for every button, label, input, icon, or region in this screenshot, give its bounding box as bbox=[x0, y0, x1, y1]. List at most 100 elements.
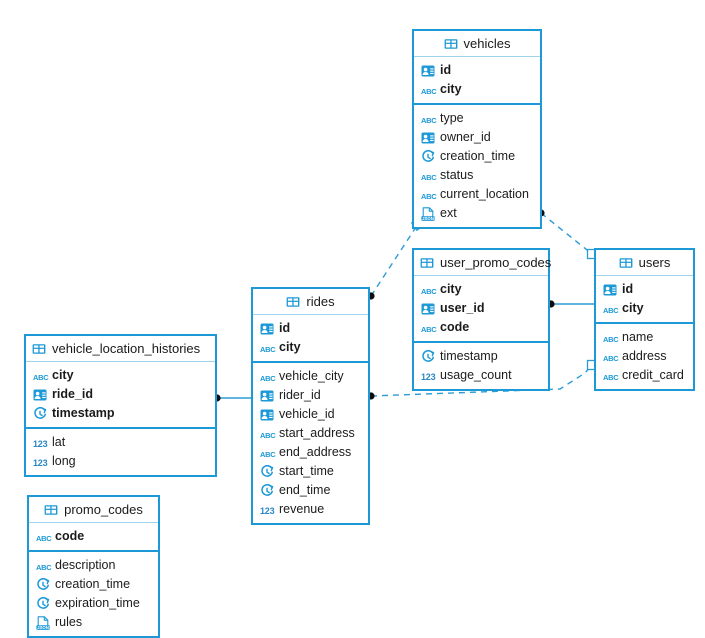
field-row[interactable]: end_time bbox=[253, 481, 368, 500]
table-icon bbox=[44, 503, 58, 517]
field-name: description bbox=[55, 558, 116, 573]
field-name: user_id bbox=[440, 301, 485, 316]
abc-string-icon: ABC bbox=[421, 191, 437, 201]
field-name: rider_id bbox=[279, 388, 321, 403]
uuid-key-icon bbox=[421, 302, 435, 316]
field-row[interactable]: vehicle_id bbox=[253, 405, 368, 424]
field-row[interactable]: start_time bbox=[253, 462, 368, 481]
field-row[interactable]: timestamp bbox=[26, 404, 215, 423]
field-name: lat bbox=[52, 435, 66, 450]
json-file-icon: JSON bbox=[36, 615, 50, 630]
field-row[interactable]: creation_time bbox=[29, 575, 158, 594]
entity-header-rides: rides bbox=[253, 289, 368, 315]
uuid-key-icon bbox=[33, 388, 47, 402]
field-name: status bbox=[440, 168, 474, 183]
field-row[interactable]: creation_time bbox=[414, 147, 540, 166]
field-name: code bbox=[55, 529, 85, 544]
abc-string-icon: ABC bbox=[603, 305, 619, 315]
table-icon bbox=[286, 295, 300, 309]
field-row[interactable]: owner_id bbox=[414, 128, 540, 147]
field-name: long bbox=[52, 454, 76, 469]
clock-timestamp-icon bbox=[260, 464, 274, 479]
field-row[interactable]: rider_id bbox=[253, 386, 368, 405]
field-row[interactable]: expiration_time bbox=[29, 594, 158, 613]
field-name: start_time bbox=[279, 464, 334, 479]
field-name: credit_card bbox=[622, 368, 684, 383]
entity-name: promo_codes bbox=[64, 501, 143, 517]
field-row[interactable]: id bbox=[596, 280, 693, 299]
clock-timestamp-icon bbox=[36, 596, 50, 611]
relationship-user_promo_codes-users[interactable] bbox=[547, 300, 594, 308]
abc-string-icon: ABC bbox=[421, 172, 437, 182]
table-icon bbox=[444, 37, 458, 51]
entity-name: users bbox=[638, 254, 671, 270]
field-name: name bbox=[622, 330, 654, 345]
entity-name: vehicles bbox=[463, 35, 511, 51]
abc-string-icon: ABC bbox=[260, 430, 276, 440]
entity-name: vehicle_location_histories bbox=[52, 340, 201, 356]
table-icon bbox=[32, 342, 46, 356]
field-name: end_address bbox=[279, 445, 352, 460]
field-name: ride_id bbox=[52, 387, 93, 402]
field-row[interactable]: id bbox=[414, 61, 540, 80]
uuid-key-icon bbox=[421, 131, 435, 145]
field-name: owner_id bbox=[440, 130, 491, 145]
abc-string-icon: ABC bbox=[421, 324, 437, 334]
field-name: rules bbox=[55, 615, 83, 630]
field-row[interactable]: timestamp bbox=[414, 347, 548, 366]
abc-string-icon: ABC bbox=[421, 286, 437, 296]
abc-string-icon: ABC bbox=[603, 372, 619, 382]
clock-timestamp-icon bbox=[36, 577, 50, 592]
svg-text:JSON: JSON bbox=[422, 215, 434, 220]
table-icon bbox=[420, 256, 434, 270]
abc-string-icon: ABC bbox=[260, 344, 276, 354]
entity-header-vehicle_location_histories: vehicle_location_histories bbox=[26, 336, 215, 362]
relationship-vehicle_location_histories-rides[interactable] bbox=[213, 394, 251, 402]
field-name: id bbox=[279, 321, 291, 336]
field-name: type bbox=[440, 111, 464, 126]
field-row[interactable]: user_id bbox=[414, 299, 548, 318]
field-row[interactable]: ride_id bbox=[26, 385, 215, 404]
field-name: expiration_time bbox=[55, 596, 140, 611]
entity-header-promo_codes: promo_codes bbox=[29, 497, 158, 523]
uuid-key-icon bbox=[260, 389, 274, 403]
field-row[interactable]: JSON rules bbox=[29, 613, 158, 632]
uuid-key-icon bbox=[260, 408, 274, 422]
field-row[interactable]: id bbox=[253, 319, 368, 338]
clock-timestamp-icon bbox=[260, 483, 274, 498]
field-name: creation_time bbox=[55, 577, 131, 592]
